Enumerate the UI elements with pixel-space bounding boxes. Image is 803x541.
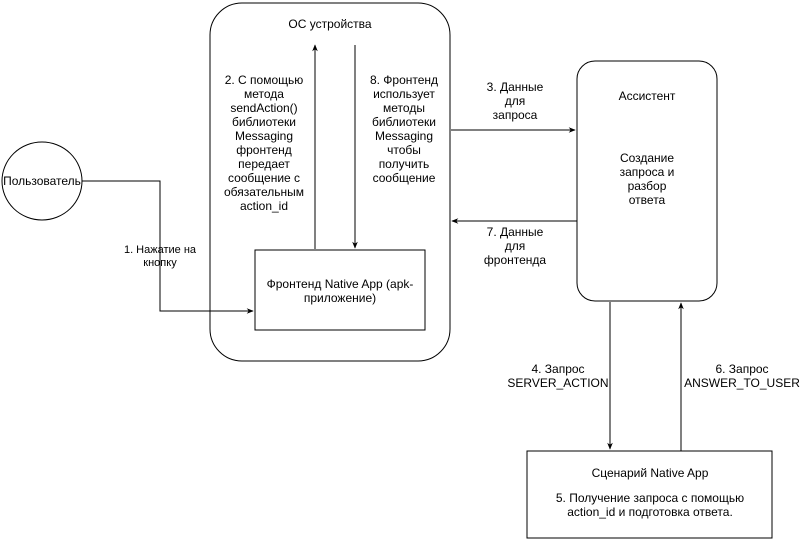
scenario-node	[526, 450, 773, 539]
edge-label-1: 1. Нажатие на кнопку	[123, 244, 197, 269]
edge-label-7: 7. Данные для фронтенда	[483, 225, 547, 267]
assistant-body: Создание запроса и разбор ответа	[619, 151, 675, 207]
frontend-node	[254, 249, 426, 331]
scenario-title: Сценарий Native App	[591, 466, 709, 480]
edge-label-4: 4. Запрос SERVER_ACTION	[507, 362, 609, 390]
user-label: Пользователь	[3, 174, 81, 188]
frontend-label: Фронтенд Native App (apk- приложение)	[266, 277, 414, 305]
assistant-node	[576, 60, 718, 302]
edge-label-8: 8. Фронтенд использует методы библиотеки…	[369, 73, 439, 185]
edge-label-6: 6. Запрос ANSWER_TO_USER	[684, 362, 800, 390]
assistant-title: Ассистент	[618, 89, 676, 103]
scenario-body: 5. Получение запроса с помощью action_id…	[555, 491, 745, 519]
os-label: ОС устройства	[288, 17, 372, 31]
edge-label-2: 2. С помощью метода sendAction() библиот…	[223, 73, 305, 213]
edge-label-3: 3. Данные для запроса	[486, 80, 544, 122]
edge-user-to-frontend	[82, 180, 254, 314]
